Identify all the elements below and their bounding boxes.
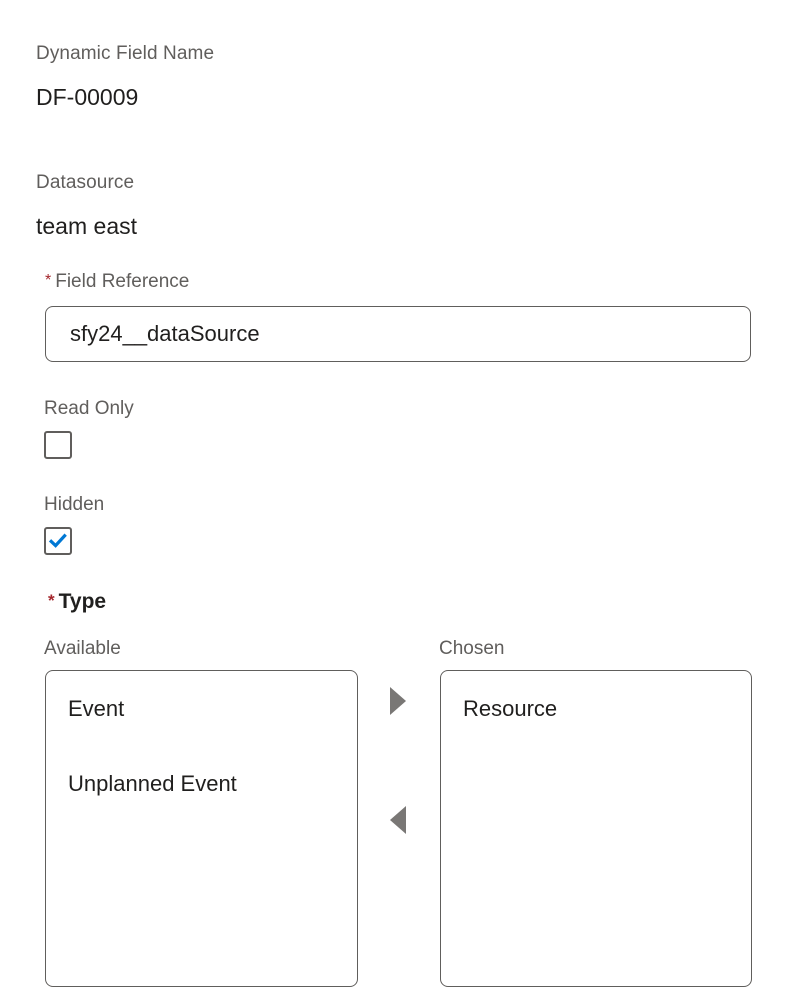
datasource-block: Datasource team east [36, 171, 137, 241]
field-reference-label-text: Field Reference [55, 271, 190, 292]
required-asterisk-icon: * [48, 591, 55, 610]
list-item[interactable]: Event [68, 695, 125, 721]
available-list-label: Available [44, 638, 121, 659]
dynamic-field-name-label: Dynamic Field Name [36, 43, 215, 64]
read-only-checkbox[interactable] [44, 431, 72, 459]
chosen-list-label: Chosen [439, 638, 505, 659]
hidden-label: Hidden [44, 494, 105, 515]
read-only-label: Read Only [44, 398, 134, 419]
list-item[interactable]: Unplanned Event [68, 770, 237, 796]
checkmark-icon [48, 533, 67, 548]
field-reference-input[interactable] [45, 306, 751, 362]
triangle-right-icon [390, 687, 406, 715]
datasource-value: team east [36, 213, 137, 239]
type-label-text: Type [58, 590, 107, 613]
type-section-heading: *Type [48, 588, 106, 615]
triangle-left-icon [390, 806, 406, 834]
hidden-block: Hidden [44, 493, 104, 555]
datasource-label: Datasource [36, 172, 135, 193]
dynamic-field-name-value: DF-00009 [36, 84, 139, 110]
hidden-checkbox[interactable] [44, 527, 72, 555]
move-right-button[interactable] [386, 687, 410, 715]
available-listbox[interactable]: Event Unplanned Event [45, 670, 358, 987]
dynamic-field-name-block: Dynamic Field Name DF-00009 [36, 42, 214, 112]
field-reference-block: *Field Reference [45, 269, 751, 362]
required-asterisk-icon: * [45, 272, 52, 289]
list-item[interactable]: Resource [463, 695, 558, 721]
chosen-listbox[interactable]: Resource [440, 670, 752, 987]
field-reference-label: *Field Reference [45, 269, 751, 294]
read-only-block: Read Only [44, 397, 134, 459]
move-left-button[interactable] [386, 806, 410, 834]
